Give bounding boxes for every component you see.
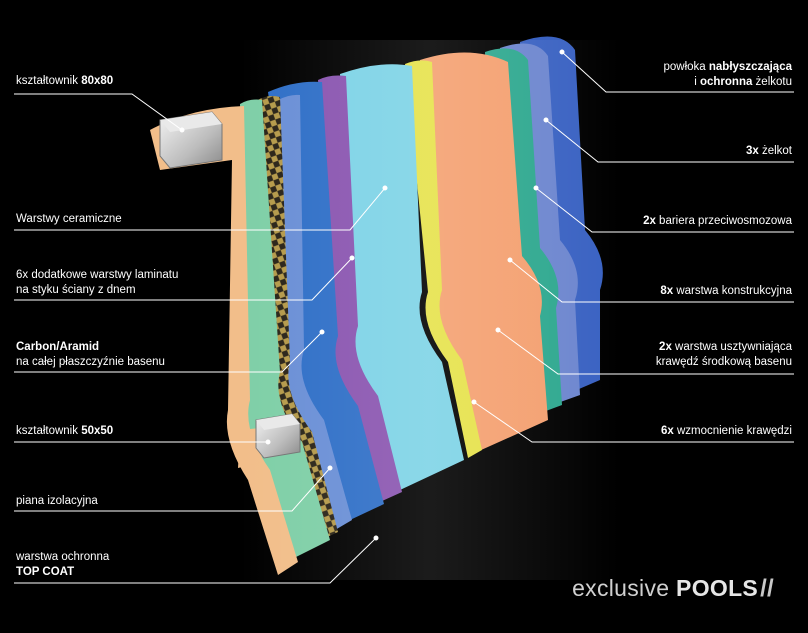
label-insulation-foam: piana izolacyjna (16, 495, 98, 507)
label-gelcoat: 3x żelkot (745, 145, 792, 157)
label-top-coat: warstwa ochronna TOP COAT (16, 551, 110, 578)
profile-80x80 (159, 111, 223, 169)
label-carbon-aramid: Carbon/Aramid na całej płaszczyźnie base… (16, 341, 165, 368)
label-ceramic-layers: Warstwy ceramiczne (16, 213, 122, 225)
brand-logo: exclusive POOLS// (572, 575, 774, 602)
label-edge-reinforcement: 6x wzmocnienie krawędzi (660, 425, 792, 437)
label-gloss-coating: powłoka nabłyszczająca i ochronna żelkot… (663, 61, 793, 88)
label-profile-80x80: kształtownik 80x80 (16, 75, 114, 87)
label-profile-50x50: kształtownik 50x50 (16, 425, 114, 437)
layer-shine (240, 40, 620, 580)
leader-lines (14, 49, 794, 584)
label-structural-layer: 8x warstwa konstrukcyjna (660, 285, 792, 297)
label-additional-laminate: 6x dodatkowe warstwy laminatu na styku ś… (16, 269, 179, 296)
profile-50x50 (255, 413, 301, 459)
label-stiffening-layer: 2x warstwa usztywniająca krawędź środkow… (655, 341, 792, 368)
label-osmosis-barrier: 2x bariera przeciwosmozowa (643, 215, 792, 227)
